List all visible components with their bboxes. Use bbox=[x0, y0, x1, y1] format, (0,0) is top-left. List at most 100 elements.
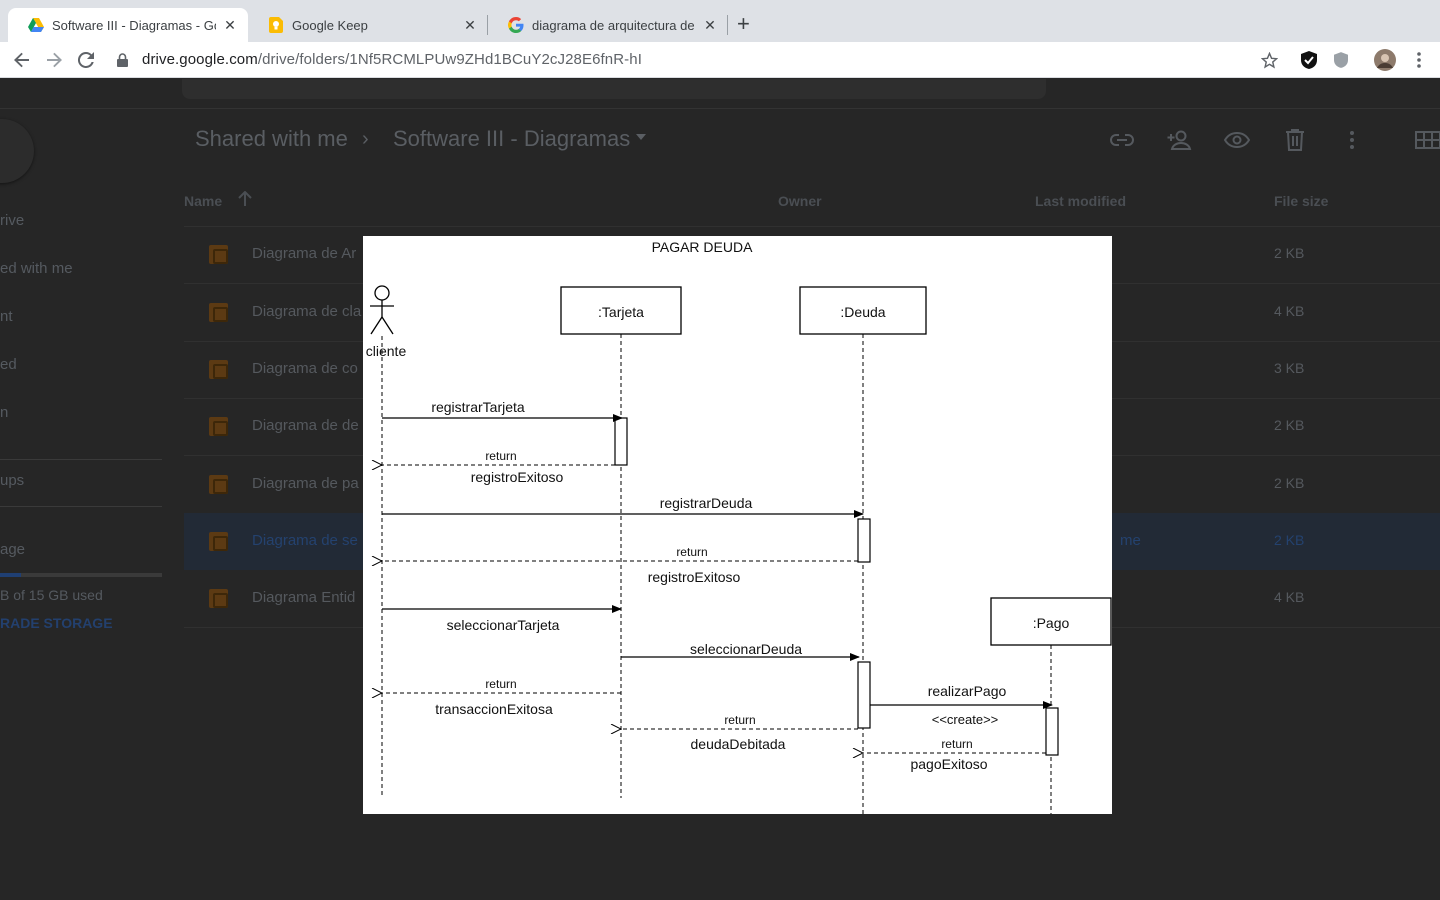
tab-keep[interactable]: Google Keep ✕ bbox=[248, 8, 488, 42]
shield-check-extension-icon[interactable] bbox=[1298, 49, 1320, 71]
profile-avatar[interactable] bbox=[1374, 49, 1396, 71]
column-owner-header[interactable]: Owner bbox=[778, 193, 822, 209]
return-label: return bbox=[485, 449, 516, 463]
message-label: realizarPago bbox=[928, 683, 1007, 699]
drawio-file-icon bbox=[209, 589, 228, 608]
google-drive-icon bbox=[28, 17, 44, 33]
star-icon[interactable] bbox=[1258, 49, 1280, 71]
diagram-title: PAGAR DEUDA bbox=[652, 239, 754, 255]
reload-icon[interactable] bbox=[75, 49, 97, 71]
file-name: Diagrama de Ar bbox=[252, 245, 357, 262]
forward-arrow-icon[interactable] bbox=[43, 49, 65, 71]
activation-pago bbox=[1045, 707, 1059, 756]
address-bar[interactable]: drive.google.com/drive/folders/1Nf5RCMLP… bbox=[142, 51, 642, 68]
storage-bar-fill bbox=[0, 573, 22, 577]
tab-drive[interactable]: Software III - Diagramas - Goo ✕ bbox=[8, 8, 248, 42]
tab-title: Software III - Diagramas - Goo bbox=[52, 17, 216, 33]
nav-my-drive[interactable]: rive bbox=[0, 212, 25, 229]
list-divider bbox=[184, 226, 1440, 227]
back-arrow-icon[interactable] bbox=[11, 49, 33, 71]
file-size: 2 KB bbox=[1274, 245, 1305, 261]
google-keep-icon bbox=[268, 17, 284, 33]
drawio-file-icon bbox=[209, 475, 228, 494]
return-value-label: registroExitoso bbox=[471, 469, 564, 485]
preview-eye-icon[interactable] bbox=[1223, 126, 1251, 154]
file-size: 2 KB bbox=[1274, 417, 1305, 433]
file-row[interactable]: Diagrama de Ar e 2 KB bbox=[184, 226, 1440, 283]
return-label: return bbox=[676, 545, 707, 559]
file-size: 3 KB bbox=[1274, 360, 1305, 376]
lifeline-label-deuda: :Deuda bbox=[840, 304, 885, 320]
file-name: Diagrama de cla bbox=[252, 303, 362, 320]
nav-storage[interactable]: age bbox=[0, 541, 26, 558]
more-vert-icon[interactable] bbox=[1338, 126, 1366, 154]
message-label: seleccionarDeuda bbox=[690, 641, 802, 657]
diagram-preview: PAGAR DEUDA cliente :Tarjeta :Deuda :Pag… bbox=[363, 236, 1112, 814]
new-button[interactable] bbox=[0, 119, 34, 183]
nav-divider bbox=[0, 506, 162, 507]
file-size: 4 KB bbox=[1274, 589, 1305, 605]
activation-deuda bbox=[857, 518, 871, 563]
browser-tabstrip: Software III - Diagramas - Goo ✕ Google … bbox=[0, 0, 1440, 42]
return-value-label: transaccionExitosa bbox=[435, 701, 553, 717]
drive-search-bar[interactable] bbox=[182, 79, 1046, 99]
breadcrumb-parent[interactable]: Shared with me bbox=[195, 126, 348, 151]
close-icon[interactable]: ✕ bbox=[464, 16, 476, 33]
return-value-label: registroExitoso bbox=[648, 569, 741, 585]
close-icon[interactable]: ✕ bbox=[224, 16, 236, 33]
return-value-label: pagoExitoso bbox=[910, 756, 987, 772]
grid-view-icon[interactable] bbox=[1414, 126, 1440, 154]
file-name: Diagrama de se bbox=[252, 532, 358, 549]
more-vert-icon[interactable] bbox=[1408, 49, 1430, 71]
column-size-header[interactable]: File size bbox=[1274, 193, 1329, 209]
column-name-header[interactable]: Name bbox=[184, 193, 223, 209]
activation-tarjeta bbox=[614, 417, 628, 466]
drawio-file-icon bbox=[209, 417, 228, 436]
breadcrumb-current[interactable]: Software III - Diagramas bbox=[393, 126, 631, 151]
lifeline-label-tarjeta: :Tarjeta bbox=[598, 304, 644, 320]
tab-title: Google Keep bbox=[292, 17, 368, 33]
close-icon[interactable]: ✕ bbox=[704, 16, 716, 33]
lifeline-label-pago: :Pago bbox=[1033, 615, 1070, 631]
tab-separator bbox=[487, 15, 488, 35]
return-label: return bbox=[724, 713, 755, 727]
url-path: /drive/folders/1Nf5RCMLPUw9ZHd1BCuY2cJ28… bbox=[257, 51, 642, 68]
file-name: Diagrama de co bbox=[252, 360, 358, 377]
file-row[interactable]: Diagrama de cla e 4 KB bbox=[184, 284, 1440, 341]
add-person-icon[interactable] bbox=[1166, 126, 1194, 154]
return-label: return bbox=[485, 677, 516, 691]
sequence-diagram: PAGAR DEUDA cliente :Tarjeta :Deuda :Pag… bbox=[366, 239, 1112, 814]
nav-shared-with-me[interactable]: ed with me bbox=[0, 260, 73, 277]
tab-title: diagrama de arquitectura de so bbox=[532, 17, 696, 33]
nav-trash[interactable]: n bbox=[0, 404, 9, 421]
column-modified-header[interactable]: Last modified bbox=[1035, 193, 1127, 209]
chevron-right-icon: › bbox=[362, 128, 369, 150]
nav-starred[interactable]: ed bbox=[0, 356, 17, 373]
new-tab-plus-icon[interactable]: + bbox=[737, 11, 750, 36]
header-divider bbox=[0, 108, 1440, 109]
file-modified: me bbox=[1120, 532, 1141, 549]
file-size: 4 KB bbox=[1274, 303, 1305, 319]
lifeline-box-pago bbox=[990, 597, 1112, 646]
sort-arrow-up-icon[interactable] bbox=[238, 190, 252, 210]
google-icon bbox=[508, 17, 524, 33]
return-label: return bbox=[941, 737, 972, 751]
message-label: registrarDeuda bbox=[660, 495, 753, 511]
nav-backups[interactable]: ups bbox=[0, 472, 25, 489]
upgrade-storage-link[interactable]: RADE STORAGE bbox=[0, 615, 113, 631]
trash-icon[interactable] bbox=[1281, 126, 1309, 154]
actor-label: cliente bbox=[366, 343, 407, 359]
tab-google-search[interactable]: diagrama de arquitectura de so ✕ bbox=[488, 8, 728, 42]
file-size: 2 KB bbox=[1274, 475, 1305, 491]
lock-icon[interactable] bbox=[115, 49, 129, 71]
drawio-file-icon bbox=[209, 303, 228, 322]
nav-recent[interactable]: nt bbox=[0, 308, 13, 325]
url-host: drive.google.com bbox=[142, 51, 258, 68]
file-name: Diagrama de pa bbox=[252, 475, 359, 492]
drawio-file-icon bbox=[209, 245, 228, 264]
file-row[interactable]: Diagrama Entid 4 KB bbox=[184, 570, 1440, 627]
caret-down-icon[interactable] bbox=[636, 134, 646, 140]
link-icon[interactable] bbox=[1108, 126, 1136, 154]
tab-separator bbox=[727, 15, 728, 35]
shield-extension-icon[interactable] bbox=[1330, 49, 1352, 71]
